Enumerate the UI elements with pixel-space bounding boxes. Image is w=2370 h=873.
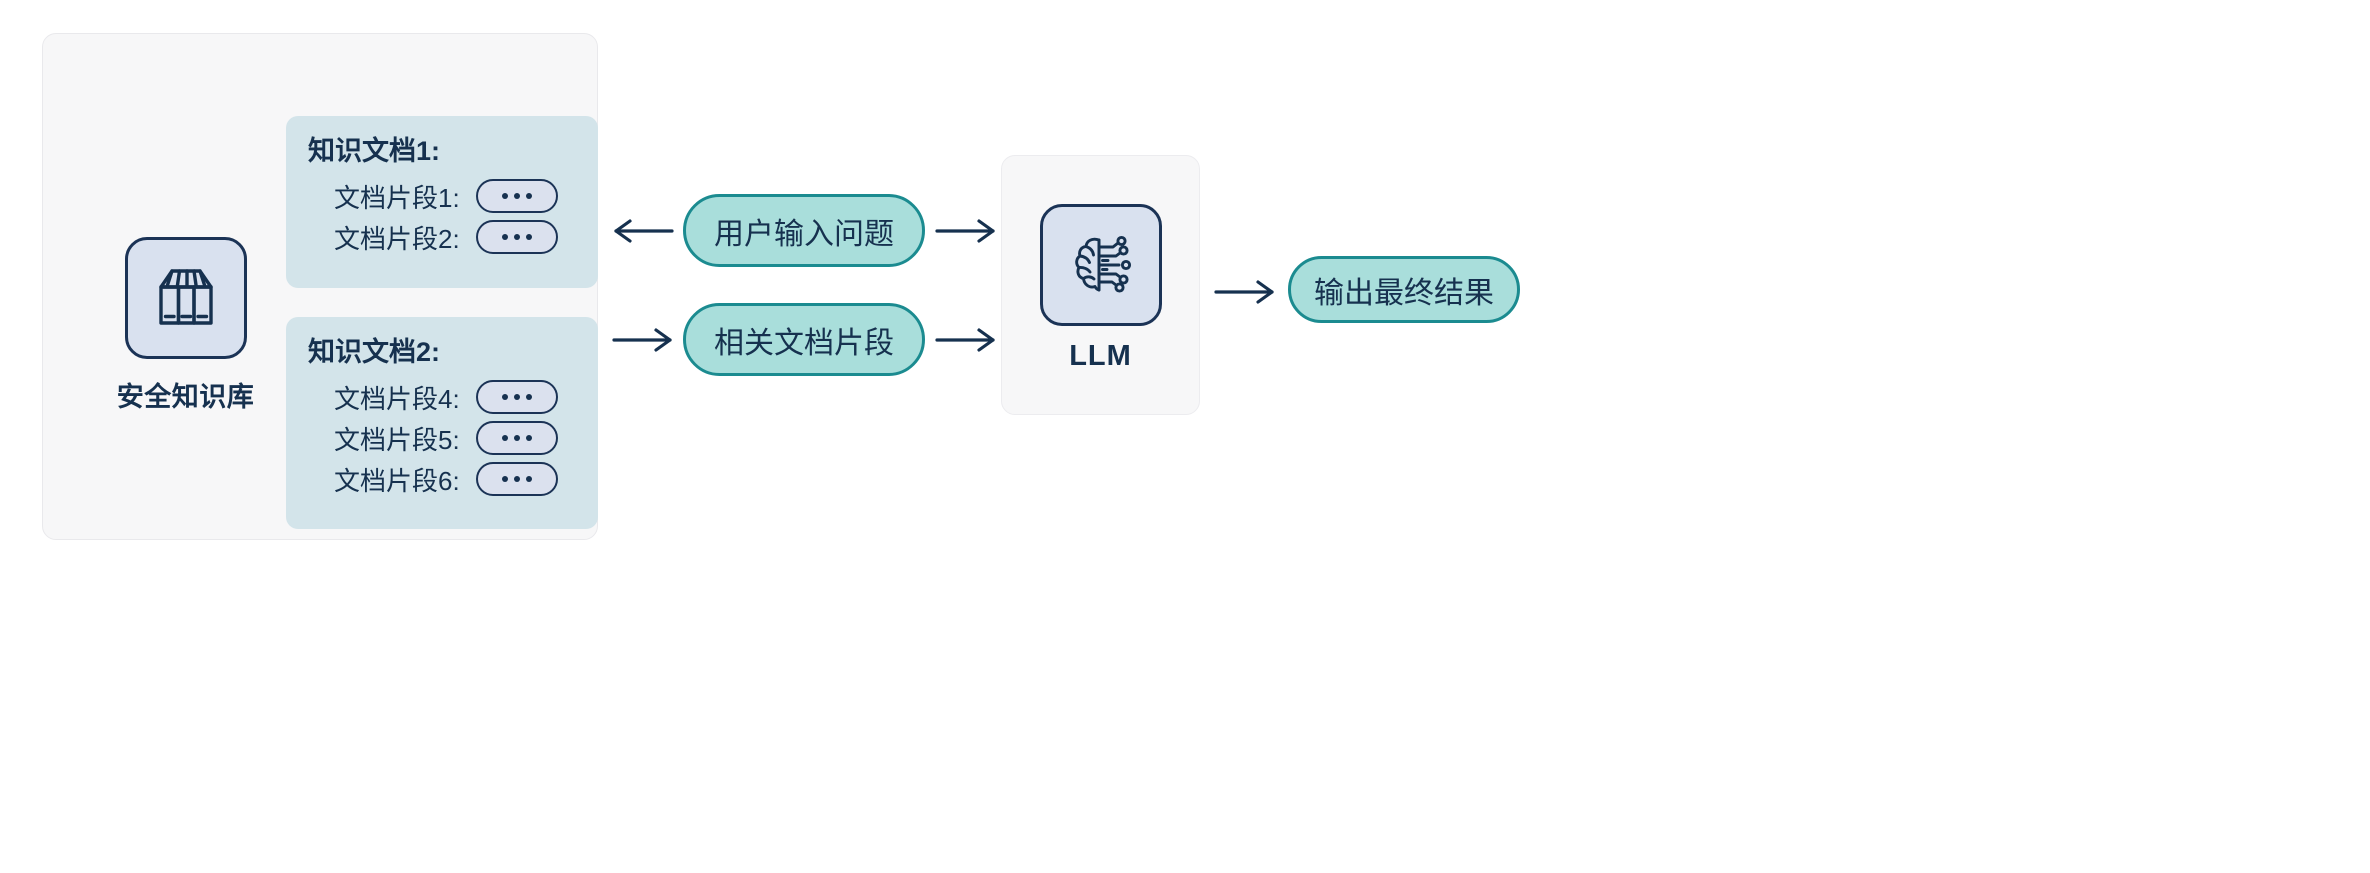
knowledge-base-panel: 安全知识库 知识文档1: 文档片段1: 文档片段2: 知识文档2: 文档 bbox=[42, 33, 598, 540]
document-card[interactable]: 知识文档2: 文档片段4: 文档片段5: 文档片段6: bbox=[286, 317, 598, 529]
chunk-ellipsis-badge[interactable] bbox=[475, 421, 558, 455]
arrow-question-to-llm bbox=[935, 211, 997, 251]
user-question-pill[interactable]: 用户输入问题 bbox=[683, 194, 925, 267]
chunk-ellipsis-badge[interactable] bbox=[475, 220, 558, 254]
document-card[interactable]: 知识文档1: 文档片段1: 文档片段2: bbox=[286, 116, 598, 288]
knowledge-base-label: 安全知识库 bbox=[116, 382, 255, 412]
arrow-kb-to-chunks bbox=[612, 320, 674, 360]
document-chunk-label: 文档片段2: bbox=[334, 223, 460, 254]
arrow-chunks-to-llm bbox=[935, 320, 997, 360]
document-chunk-row[interactable]: 文档片段2: bbox=[334, 220, 572, 254]
document-chunk-row[interactable]: 文档片段1: bbox=[334, 179, 572, 213]
arrow-kb-to-question bbox=[612, 211, 674, 251]
relevant-chunks-pill[interactable]: 相关文档片段 bbox=[683, 303, 925, 376]
chunk-ellipsis-badge[interactable] bbox=[475, 179, 558, 213]
document-chunk-row[interactable]: 文档片段6: bbox=[334, 462, 572, 496]
document-chunk-label: 文档片段6: bbox=[334, 465, 460, 496]
document-chunk-label: 文档片段4: bbox=[334, 383, 460, 414]
arrow-llm-to-output bbox=[1214, 272, 1276, 312]
final-output-pill[interactable]: 输出最终结果 bbox=[1288, 256, 1520, 323]
document-chunk-label: 文档片段1: bbox=[334, 182, 460, 213]
document-chunk-label: 文档片段5: bbox=[334, 424, 460, 455]
document-title: 知识文档1: bbox=[308, 136, 441, 166]
document-chunk-row[interactable]: 文档片段4: bbox=[334, 380, 572, 414]
llm-panel: LLM bbox=[1001, 155, 1200, 415]
document-title: 知识文档2: bbox=[308, 337, 441, 367]
chunk-ellipsis-badge[interactable] bbox=[475, 462, 558, 496]
brain-circuit-icon bbox=[1039, 204, 1162, 326]
llm-label: LLM bbox=[1069, 340, 1132, 372]
library-books-icon bbox=[124, 237, 247, 359]
document-chunk-row[interactable]: 文档片段5: bbox=[334, 421, 572, 455]
chunk-ellipsis-badge[interactable] bbox=[475, 380, 558, 414]
knowledge-base-icon-group: 安全知识库 bbox=[117, 237, 254, 414]
